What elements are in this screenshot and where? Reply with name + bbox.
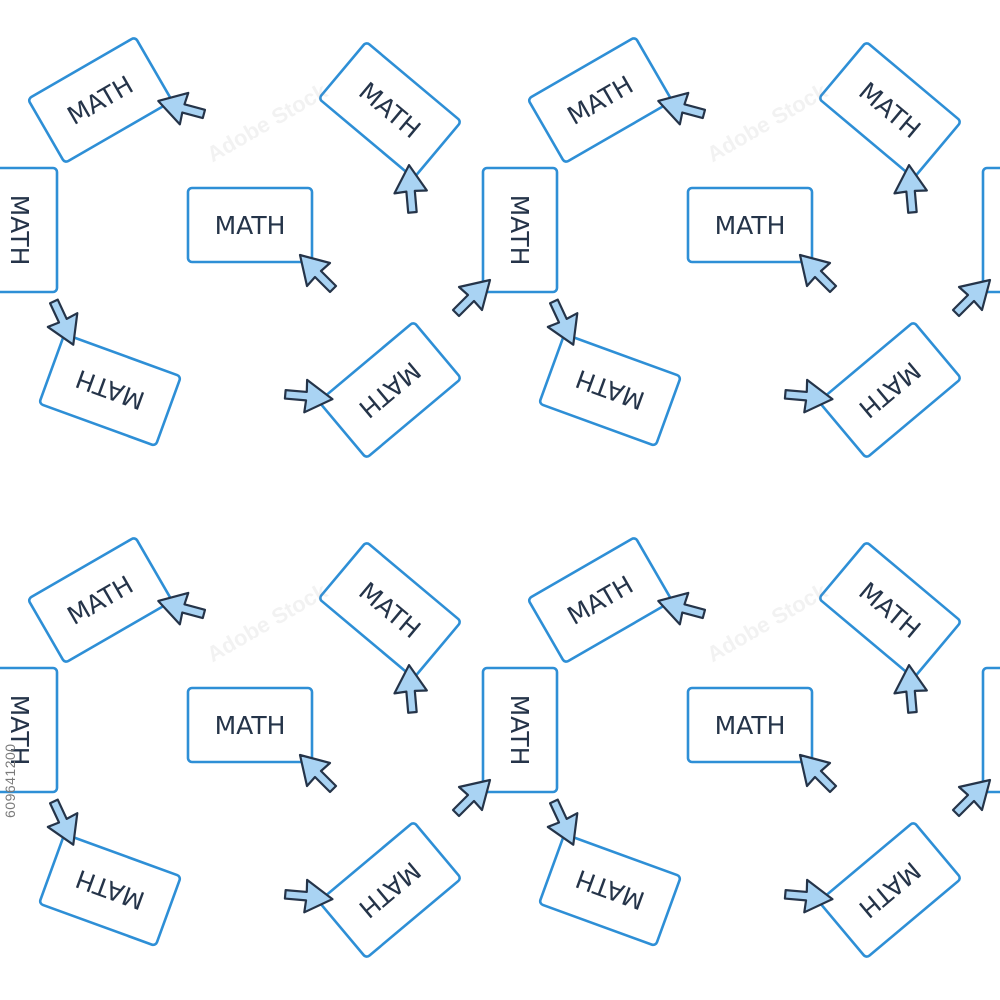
cursor-arrow-icon <box>283 378 334 414</box>
cursor-arrow-icon <box>546 798 579 846</box>
card-frame <box>481 666 559 794</box>
math-label: MATH <box>505 195 534 266</box>
card-frame <box>38 833 182 947</box>
card-frame <box>686 686 814 764</box>
card-frame <box>38 333 182 447</box>
math-card: MATH <box>538 298 682 447</box>
cursor-arrow-icon <box>798 753 838 794</box>
math-card: MATH <box>319 42 461 214</box>
card-frame <box>819 42 961 178</box>
card-frame <box>819 542 961 678</box>
math-card: MATH <box>0 166 59 294</box>
card-frame <box>27 37 173 163</box>
math-label: MATH <box>715 711 786 740</box>
math-card: MATH <box>783 822 961 958</box>
cursor-arrow-icon <box>451 778 492 818</box>
math-card: MATH <box>783 322 961 458</box>
card-frame <box>538 833 682 947</box>
cursor-arrow-icon <box>798 253 838 294</box>
math-card: MATH <box>451 166 559 318</box>
stock-id: 609641200 <box>2 743 18 818</box>
cursor-arrow-icon <box>157 591 207 626</box>
math-card: MATH <box>819 42 961 214</box>
math-card: MATH <box>283 322 461 458</box>
card-frame <box>527 537 673 663</box>
card-frame <box>538 333 682 447</box>
card-frame <box>819 322 961 458</box>
cursor-arrow-icon <box>283 878 334 914</box>
cursor-arrow-icon <box>783 378 834 414</box>
card-frame <box>319 322 461 458</box>
card-frame <box>27 537 173 663</box>
math-label: MATH <box>715 211 786 240</box>
math-card: MATH <box>186 186 338 294</box>
cursor-arrow-icon <box>783 878 834 914</box>
math-card: MATH <box>686 186 838 294</box>
math-card: MATH <box>951 666 1000 818</box>
cursor-arrow-icon <box>451 278 492 318</box>
card-frame <box>686 186 814 264</box>
cursor-arrow-icon <box>951 778 992 818</box>
cursor-arrow-icon <box>393 664 428 714</box>
cursor-arrow-icon <box>157 91 207 126</box>
cursor-arrow-icon <box>393 164 428 214</box>
card-frame <box>819 822 961 958</box>
math-card: MATH <box>0 666 59 794</box>
cursor-arrow-icon <box>546 298 579 346</box>
cursor-arrow-icon <box>893 664 928 714</box>
card-frame <box>319 542 461 678</box>
cursor-arrow-icon <box>893 164 928 214</box>
card-frame <box>186 186 314 264</box>
math-card: MATH <box>819 542 961 714</box>
math-card: MATH <box>527 37 707 163</box>
math-card: MATH <box>27 537 207 663</box>
card-frame <box>0 666 59 794</box>
math-label: MATH <box>5 695 34 766</box>
math-card: MATH <box>319 542 461 714</box>
card-frame <box>186 686 314 764</box>
card-frame <box>481 166 559 294</box>
math-card: MATH <box>38 798 182 947</box>
cursor-arrow-icon <box>951 278 992 318</box>
math-label: MATH <box>5 195 34 266</box>
math-card: MATH <box>27 37 207 163</box>
cursor-arrow-icon <box>298 753 338 794</box>
math-card: MATH <box>686 686 838 794</box>
math-card: MATH <box>38 298 182 447</box>
cursor-arrow-icon <box>298 253 338 294</box>
card-frame <box>981 666 1000 794</box>
math-card: MATH <box>186 686 338 794</box>
math-label: MATH <box>505 695 534 766</box>
math-card: MATH <box>538 798 682 947</box>
cursor-arrow-icon <box>657 91 707 126</box>
card-frame <box>527 37 673 163</box>
card-frame <box>319 42 461 178</box>
math-card: MATH <box>527 537 707 663</box>
cursor-arrow-icon <box>46 298 79 346</box>
math-card: MATH <box>283 822 461 958</box>
card-frame <box>981 166 1000 294</box>
math-label: MATH <box>215 211 286 240</box>
card-frame <box>0 166 59 294</box>
cursor-arrow-icon <box>46 798 79 846</box>
math-card: MATH <box>951 166 1000 318</box>
math-card: MATH <box>451 666 559 818</box>
math-label: MATH <box>215 711 286 740</box>
cursor-arrow-icon <box>657 591 707 626</box>
card-frame <box>319 822 461 958</box>
